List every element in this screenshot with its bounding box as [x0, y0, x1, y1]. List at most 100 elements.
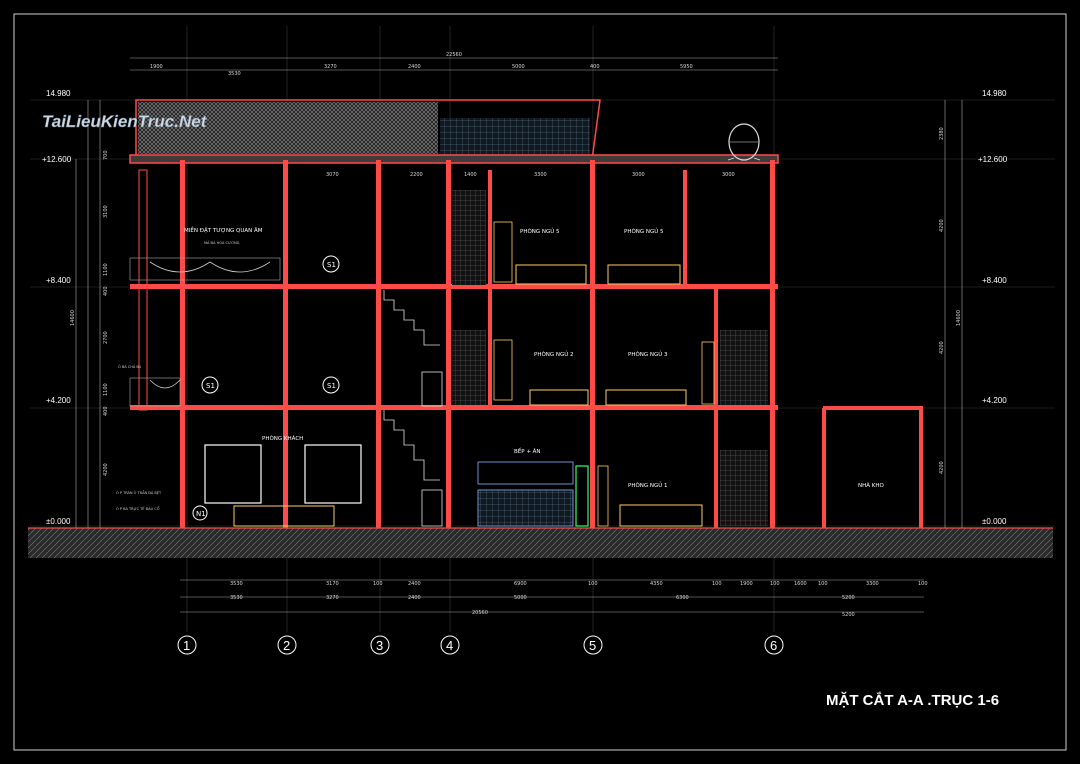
dim-left-2: 1100: [103, 263, 109, 276]
level-right-4200: +4.200: [982, 396, 1007, 405]
openings: [204, 444, 362, 504]
dim-b2-5: 5200: [842, 595, 855, 601]
room-label-bedroom2: PHÒNG NGỦ 2: [534, 350, 574, 358]
room-label-bedroom1: PHÒNG NGỦ 1: [628, 481, 668, 489]
axis-4: 4: [446, 638, 453, 653]
room-label-bedroom3: PHÒNG NGỦ 3: [628, 350, 668, 358]
dim-b1-2: 100: [373, 581, 383, 587]
dim-room-5: 3000: [722, 172, 735, 178]
left-dimensions: 700 3100 1100 400 2700 1100 400 4200 146…: [70, 100, 109, 528]
walls: [180, 160, 923, 528]
dim-bottom-total: 20560: [472, 610, 488, 616]
dim-b2-4: 6300: [676, 595, 689, 601]
watermark: TaiLieuKienTruc.Net: [42, 112, 208, 131]
right-dimensions: 2380 4200 4200 4200 14600: [939, 100, 963, 528]
level-left-0: ±0.000: [46, 517, 71, 526]
dim-top-2: 3270: [324, 64, 337, 70]
dim-top-4: 5000: [512, 64, 525, 70]
sheet-frame: [13, 13, 1067, 751]
axis-1: 1: [183, 638, 190, 653]
storage-roof: [823, 406, 923, 410]
beds: [233, 264, 703, 527]
dim-b1-6: 4350: [650, 581, 663, 587]
dim-b1-10: 1600: [794, 581, 807, 587]
dim-b1-8: 1900: [740, 581, 753, 587]
room-label-living: PHÒNG KHÁCH: [262, 435, 303, 442]
dim-room-2: 1400: [464, 172, 477, 178]
note-1: Ô BÁ CHẢ BÙ: [118, 364, 142, 369]
dim-top-3: 2400: [408, 64, 421, 70]
dim-left-5: 1100: [103, 383, 109, 396]
level-left-top: 14.980: [46, 89, 71, 98]
level-left-12600: +12.600: [42, 155, 72, 164]
axis-6: 6: [770, 638, 777, 653]
axis-5: 5: [589, 638, 596, 653]
water-tank: [727, 123, 761, 161]
dim-top-6: 5950: [680, 64, 693, 70]
note-2: Ô P TRÀN Ô TRẦN ĐÁ BỆT: [116, 490, 162, 495]
dim-left-6: 400: [103, 406, 109, 416]
dim-right-1: 4200: [939, 219, 945, 232]
wardrobes: [493, 221, 715, 405]
room-label-storage: NHÀ KHO: [858, 482, 885, 489]
dim-room-4: 3000: [632, 172, 645, 178]
axis-3: 3: [376, 638, 383, 653]
axis-bubbles: 1 2 3 4 5 6: [177, 635, 784, 655]
note-0: MẢ ĐÁ HOA CƯƠNG: [204, 240, 240, 245]
dim-b1-9: 100: [770, 581, 780, 587]
floor-slabs: [130, 284, 778, 410]
level-right-0: ±0.000: [982, 517, 1007, 526]
dim-right-2: 4200: [939, 341, 945, 354]
tag-n1: N1: [196, 510, 206, 518]
dim-b2-0: 3530: [230, 595, 243, 601]
dim-right-total: 14600: [956, 310, 962, 326]
dim-b2-1: 3270: [326, 595, 339, 601]
left-facade: [129, 169, 281, 411]
bottom-dimensions: 3530 3170 100 2400 6900 100 4350 100 190…: [180, 579, 928, 618]
dim-left-7: 4200: [103, 463, 109, 476]
dim-b2-2: 2400: [408, 595, 421, 601]
dim-left-1: 3100: [103, 205, 109, 218]
roof: [129, 99, 779, 164]
section-tags: S1 S1 S1 N1: [192, 255, 340, 521]
level-right-8400: +8.400: [982, 276, 1007, 285]
dim-left-0: 700: [103, 150, 109, 160]
dim-b1-0: 3530: [230, 581, 243, 587]
level-marks: 14.980 +12.600 +8.400 +4.200 ±0.000 14.9…: [42, 89, 1008, 526]
tag-s1-c: S1: [327, 382, 336, 390]
dim-top-total: 22560: [446, 52, 462, 58]
kitchen-cabinets: [477, 461, 609, 527]
dim-room-1: 2200: [410, 172, 423, 178]
dim-b1-13: 100: [918, 581, 928, 587]
note-3: Ô P BÁ TRỰC TẾ ĐÀU CỔ: [116, 505, 160, 511]
room-label-kitchen: BẾP + ĂN: [514, 447, 541, 455]
dim-b2-3: 5000: [514, 595, 527, 601]
top-dimensions: 22560 1900 3530 3270 2400 5000 400 5950: [130, 52, 778, 77]
dim-left-total: 14600: [70, 310, 76, 326]
dim-top-1: 3530: [228, 71, 241, 77]
dim-b1-5: 100: [588, 581, 598, 587]
axis-2: 2: [283, 638, 290, 653]
dim-top-5: 400: [590, 64, 600, 70]
dim-left-3: 400: [103, 286, 109, 296]
dim-b1-1: 3170: [326, 581, 339, 587]
level-left-8400: +8.400: [46, 276, 71, 285]
dim-right-0: 2380: [939, 127, 945, 140]
level-right-12600: +12.600: [978, 155, 1008, 164]
dim-b1-12: 3300: [866, 581, 879, 587]
room-label-bedroom-left-3: PHÒNG NGỦ 5: [520, 227, 560, 235]
staircase: [383, 290, 443, 527]
room-labels: MIỀN ĐẶT TƯỢNG QUAN ÂM PHÒNG NGỦ 5 PHÒNG…: [184, 226, 885, 489]
dim-right-3: 4200: [939, 461, 945, 474]
dim-b1-4: 6900: [514, 581, 527, 587]
tag-s1-b: S1: [206, 382, 215, 390]
dim-left-4: 2700: [103, 331, 109, 344]
drawing-title: MẶT CẮT A-A .TRỤC 1-6: [826, 691, 999, 709]
notes: MẢ ĐÁ HOA CƯƠNG Ô BÁ CHẢ BÙ Ô P TRÀN Ô T…: [116, 240, 240, 511]
dim-bottom-right: 5200: [842, 612, 855, 618]
dim-top-0: 1900: [150, 64, 163, 70]
room-dimensions: 3070 2200 1400 3300 3000 3000: [326, 172, 735, 178]
room-label-bedroom5: PHÒNG NGỦ 5: [624, 227, 664, 235]
tag-s1-a: S1: [327, 261, 336, 269]
dim-b1-3: 2400: [408, 581, 421, 587]
